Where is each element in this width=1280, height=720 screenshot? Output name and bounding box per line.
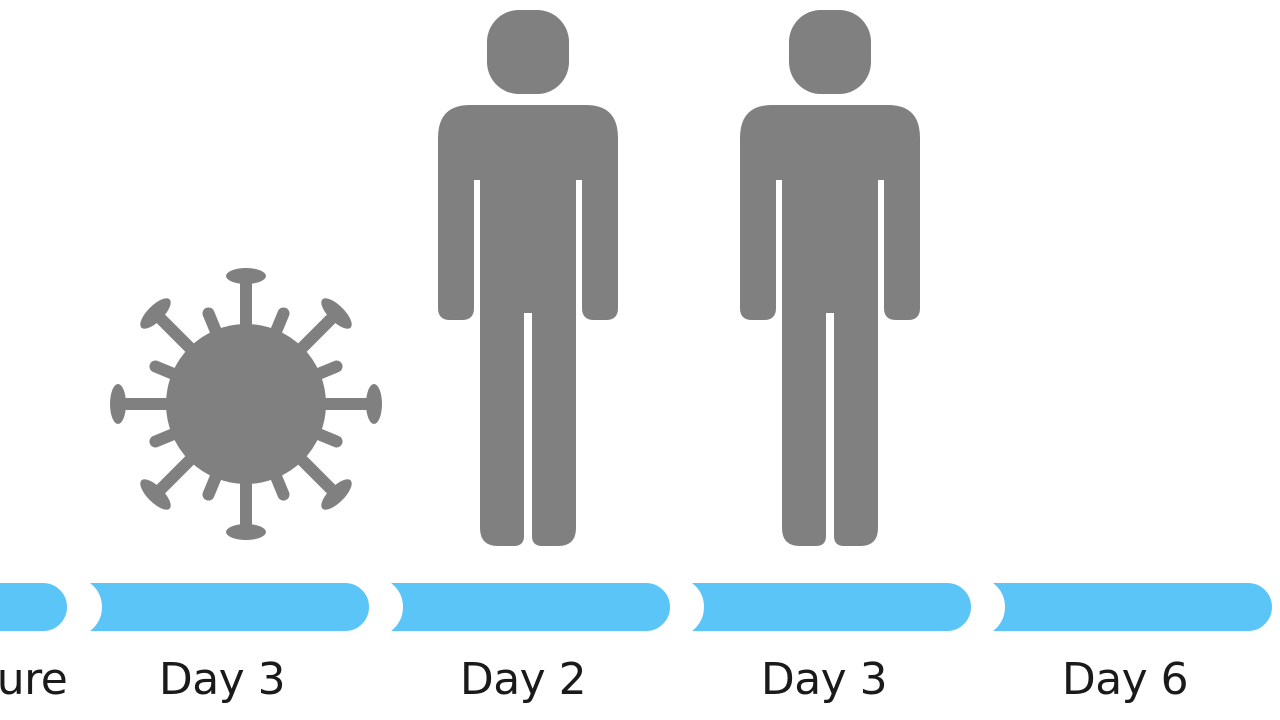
- virus-spike-short: [149, 424, 188, 448]
- timeline-label-day-6: Day 6: [1061, 654, 1189, 705]
- virus-spike-cap: [321, 298, 352, 329]
- virus-icon: [110, 268, 382, 540]
- person-icon: [438, 10, 618, 546]
- virus-spike-cap: [140, 479, 171, 510]
- virus-spike-short: [304, 360, 343, 384]
- timeline-label-day-3: Day 3: [158, 654, 286, 705]
- timeline-label-day-3-second: Day 3: [760, 654, 888, 705]
- timeline-bar: [0, 577, 1278, 637]
- virus-spike-cap: [321, 479, 352, 510]
- timeline-segment: [0, 577, 73, 637]
- virus-spike: [289, 310, 340, 361]
- virus-spike-cap: [226, 524, 266, 540]
- timeline-label-day-2: Day 2: [459, 654, 587, 705]
- virus-spike-short: [266, 307, 290, 346]
- timeline-segment: [372, 577, 676, 637]
- virus-spike-cap: [226, 268, 266, 284]
- virus-spike: [152, 447, 203, 498]
- timeline-segment: [71, 577, 375, 637]
- virus-spike-cap: [140, 298, 171, 329]
- virus-spike: [152, 310, 203, 361]
- virus-spike-short: [266, 462, 290, 501]
- virus-spike-short: [202, 462, 226, 501]
- virus-spike-short: [304, 424, 343, 448]
- virus-spike-short: [149, 360, 188, 384]
- virus-spike-cap: [366, 384, 382, 424]
- virus-spike: [289, 447, 340, 498]
- person-icon: [740, 10, 920, 546]
- timeline-label-exposure: ure: [0, 654, 68, 705]
- virus-spike-short: [202, 307, 226, 346]
- timeline-segment: [974, 577, 1278, 637]
- timeline-segment: [673, 577, 977, 637]
- virus-spike-cap: [110, 384, 126, 424]
